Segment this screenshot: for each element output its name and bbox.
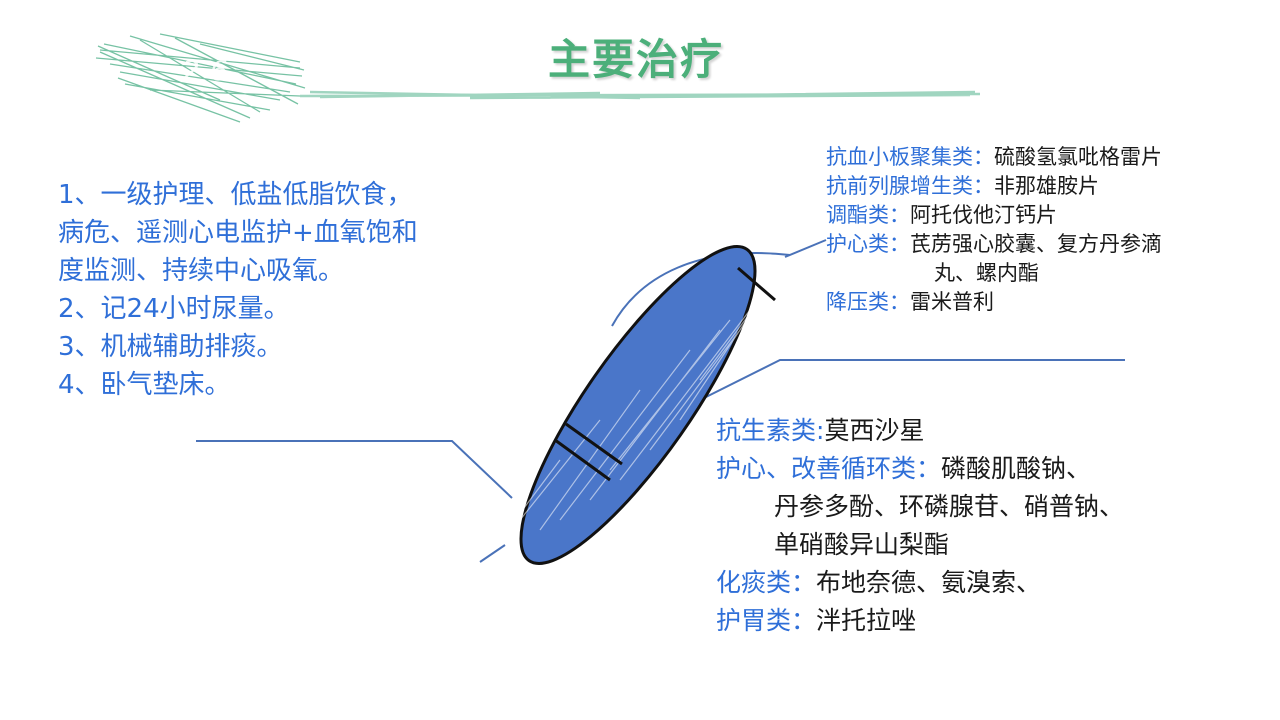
list-item: 病危、遥测心电监护+血氧饱和	[58, 218, 418, 248]
med-label: 调酯类：	[826, 203, 910, 227]
med-row-antiplatelet: 抗血小板聚集类：硫酸氢氯吡格雷片	[826, 143, 1162, 172]
list-item: 4、卧气垫床。	[58, 370, 231, 400]
list-item: 3、机械辅助排痰。	[58, 332, 283, 362]
med-value: 莫西沙星	[824, 416, 925, 445]
medication-list-bottom: 抗生素类:莫西沙星 护心、改善循环类：磷酸肌酸钠、 丹参多酚、环磷腺苷、硝普钠、…	[716, 412, 1124, 640]
med-value: 硫酸氢氯吡格雷片	[994, 145, 1162, 169]
med-value: 雷米普利	[910, 290, 994, 314]
connector-lines	[196, 239, 1125, 563]
med-label: 抗生素类:	[716, 416, 825, 445]
list-item: 1、一级护理、低盐低脂饮食，	[58, 180, 413, 210]
med-value: 芪苈强心胶囊、复方丹参滴	[910, 232, 1162, 256]
page-title: 主要治疗	[548, 35, 725, 84]
med-value: 布地奈德、氨溴索、	[816, 568, 1042, 597]
med-row-circulation-cont: 单硝酸异山梨酯	[774, 530, 950, 559]
medication-list-top: 抗血小板聚集类：硫酸氢氯吡格雷片 抗前列腺增生类：非那雄胺片 调酯类：阿托伐他汀…	[826, 143, 1162, 317]
med-value: 泮托拉唑	[816, 606, 917, 635]
med-row-antibiotic: 抗生素类:莫西沙星	[716, 412, 1124, 450]
nursing-list: 1、一级护理、低盐低脂饮食， 病危、遥测心电监护+血氧饱和 度监测、持续中心吸氧…	[58, 176, 528, 404]
med-label: 化痰类：	[716, 568, 817, 597]
med-value: 阿托伐他汀钙片	[910, 203, 1057, 227]
med-label: 抗前列腺增生类：	[826, 174, 994, 198]
med-row-bp: 降压类：雷米普利	[826, 288, 1162, 317]
med-label: 护胃类：	[716, 606, 817, 635]
med-row-lipid: 调酯类：阿托伐他汀钙片	[826, 201, 1162, 230]
med-label: 抗血小板聚集类：	[826, 145, 994, 169]
med-value: 非那雄胺片	[994, 174, 1099, 198]
med-label: 护心、改善循环类：	[716, 454, 942, 483]
med-row-stomach: 护胃类：泮托拉唑	[716, 602, 1124, 640]
med-row-heart: 护心类：芪苈强心胶囊、复方丹参滴	[826, 230, 1162, 259]
list-item: 2、记24小时尿量。	[58, 294, 290, 324]
med-row-circulation-cont: 丹参多酚、环磷腺苷、硝普钠、	[774, 492, 1125, 521]
capsule-icon	[499, 245, 781, 565]
section-number: 2-6	[182, 54, 228, 87]
med-label: 护心类：	[826, 232, 910, 256]
med-value: 磷酸肌酸钠、	[941, 454, 1092, 483]
list-item: 度监测、持续中心吸氧。	[58, 256, 345, 286]
med-label: 降压类：	[826, 290, 910, 314]
med-row-heart-cont: 丸、螺内酯	[934, 261, 1039, 285]
med-row-phlegm: 化痰类：布地奈德、氨溴索、	[716, 564, 1124, 602]
med-row-prostate: 抗前列腺增生类：非那雄胺片	[826, 172, 1162, 201]
med-row-circulation: 护心、改善循环类：磷酸肌酸钠、	[716, 450, 1124, 488]
scribble-decoration	[95, 33, 981, 123]
